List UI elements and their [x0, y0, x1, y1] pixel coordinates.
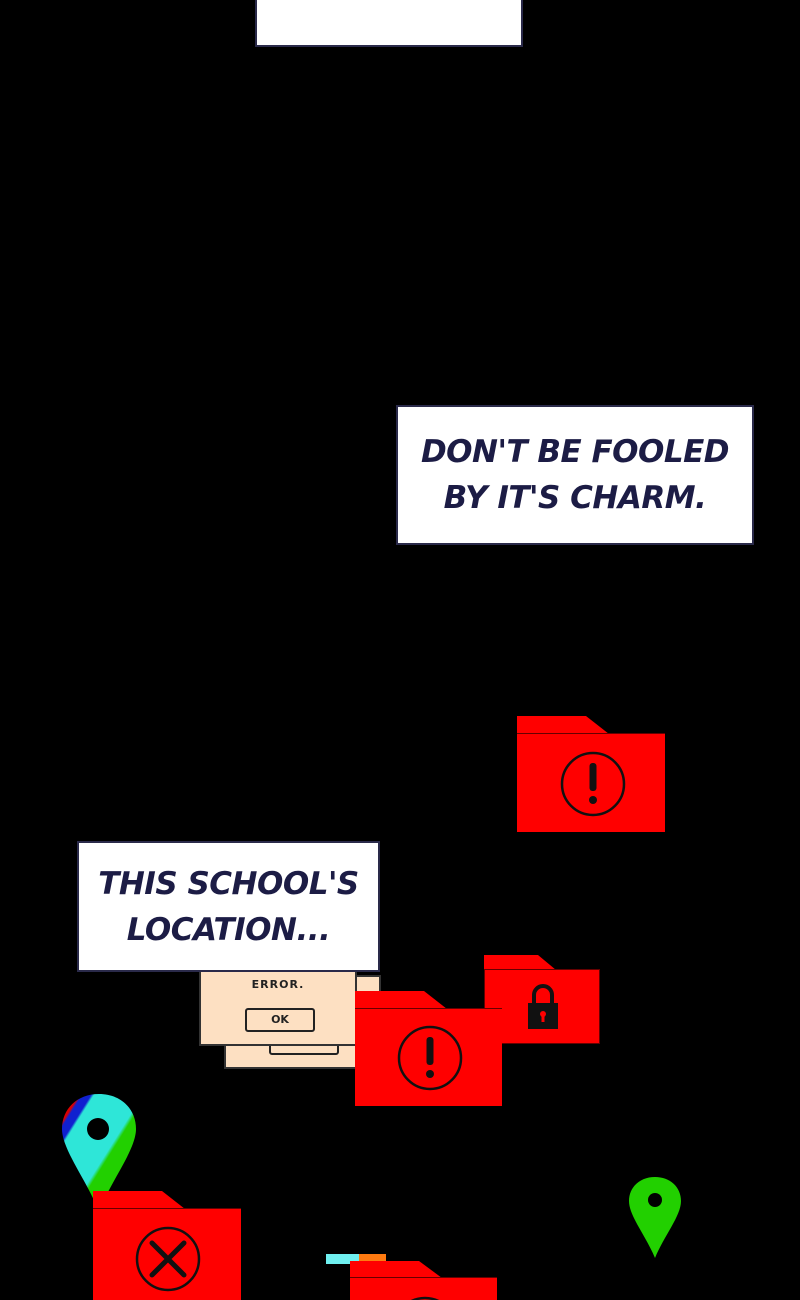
caption-charm: DON'T BE FOOLED BY IT'S CHARM.	[396, 405, 754, 545]
locked-folder-icon	[484, 955, 600, 1045]
ok-button[interactable]: OK	[245, 1008, 315, 1032]
top-caption-box	[255, 0, 523, 47]
map-pin-icon	[62, 1094, 136, 1212]
caption-location: THIS SCHOOL'S LOCATION...	[77, 841, 380, 972]
warning-folder-icon	[350, 1261, 497, 1300]
map-pin-icon	[629, 1177, 681, 1258]
warning-folder-icon	[517, 716, 665, 832]
error-folder-icon	[93, 1191, 241, 1300]
caption-line: LOCATION...	[126, 911, 331, 948]
error-dialog: ERROR. OK	[199, 960, 357, 1046]
warning-folder-icon	[355, 991, 502, 1106]
error-message: ERROR.	[251, 978, 305, 991]
caption-line: BY IT'S CHARM.	[443, 480, 707, 516]
caption-line: THIS SCHOOL'S	[98, 865, 359, 902]
glitch-fragment	[326, 1254, 386, 1264]
caption-line: DON'T BE FOOLED	[420, 434, 730, 470]
